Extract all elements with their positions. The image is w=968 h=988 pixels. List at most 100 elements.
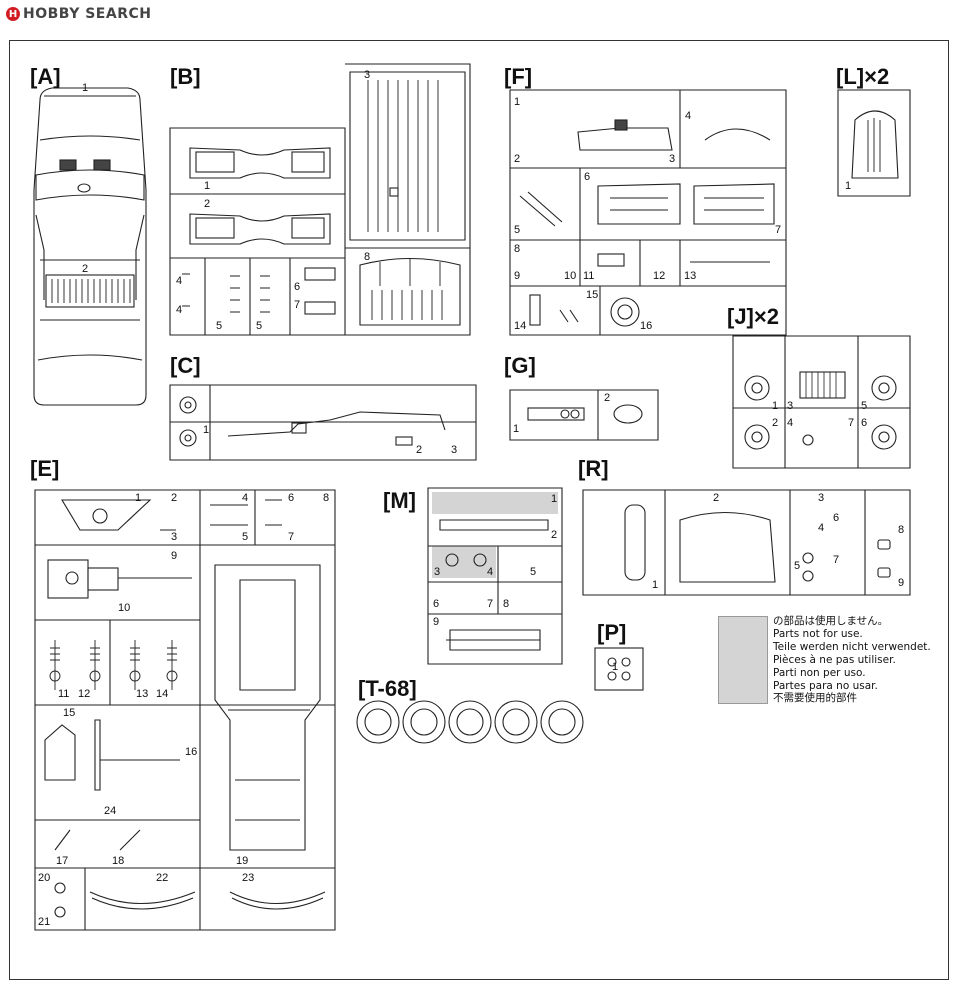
part-num-r-9: 9 (898, 577, 905, 589)
legend-line-en: Parts not for use. (773, 627, 863, 640)
part-num-e-6: 6 (288, 492, 295, 504)
part-num-j-7: 7 (848, 417, 855, 429)
part-num-f-8: 8 (514, 243, 521, 255)
part-num-m-6: 6 (433, 598, 440, 610)
runner-t68-tires (356, 700, 584, 744)
part-num-m-9: 9 (433, 616, 440, 628)
runner-label-b: [B] (170, 64, 201, 89)
part-num-f-9: 9 (514, 270, 521, 282)
part-num-f-10: 10 (564, 270, 577, 282)
legend-line-de: Teile werden nicht verwendet. (773, 640, 931, 653)
part-num-r-8: 8 (898, 524, 905, 536)
not-for-use-legend: の部品は使用しません。 Parts not for use. Teile wer… (773, 615, 931, 705)
part-num-m-3: 3 (434, 566, 441, 578)
part-num-f-16: 16 (640, 320, 653, 332)
part-num-e-14: 14 (156, 688, 169, 700)
runner-j-frame (732, 335, 911, 469)
part-num-b-6: 6 (294, 281, 301, 293)
part-num-f-7: 7 (775, 224, 782, 236)
part-num-f-13: 13 (684, 270, 697, 282)
part-num-b-4a: 4 (176, 275, 183, 287)
part-num-f-15: 15 (586, 289, 599, 301)
runner-label-l: [L]×2 (836, 64, 890, 89)
runner-c-frame (169, 384, 477, 461)
runner-b-frame (169, 63, 471, 336)
part-num-m-8: 8 (503, 598, 510, 610)
logo-text: HOBBY SEARCH (23, 6, 152, 22)
part-num-f-14: 14 (514, 320, 527, 332)
part-num-b-8: 8 (364, 251, 371, 263)
part-num-r-2: 2 (713, 492, 720, 504)
part-num-b-4b: 4 (176, 304, 183, 316)
runner-label-g: [G] (504, 353, 536, 378)
part-num-e-24: 24 (104, 805, 117, 817)
part-num-e-7: 7 (288, 531, 295, 543)
part-num-e-18: 18 (112, 855, 125, 867)
part-num-r-7: 7 (833, 554, 840, 566)
runner-label-c: [C] (170, 353, 201, 378)
legend-line-es: Partes para no usar. (773, 679, 878, 692)
part-num-r-4: 4 (818, 522, 825, 534)
part-num-e-22: 22 (156, 872, 169, 884)
part-num-f-11: 11 (583, 270, 595, 282)
not-for-use-swatch (718, 616, 768, 704)
part-num-c-2: 2 (416, 444, 423, 456)
part-num-e-9: 9 (171, 550, 178, 562)
part-num-f-2: 2 (514, 153, 521, 165)
part-num-f-1: 1 (514, 96, 521, 108)
part-num-m-4: 4 (487, 566, 494, 578)
part-num-r-6: 6 (833, 512, 840, 524)
logo-badge-icon: H (6, 7, 20, 21)
part-num-f-6: 6 (584, 171, 591, 183)
part-num-e-4: 4 (242, 492, 249, 504)
part-num-m-5: 5 (530, 566, 537, 578)
runner-m-frame (427, 487, 563, 665)
part-num-m-2: 2 (551, 529, 558, 541)
part-num-j-3: 3 (787, 400, 794, 412)
hobby-search-logo: H HOBBY SEARCH (6, 4, 151, 24)
part-num-e-21: 21 (38, 916, 51, 928)
part-num-a-1: 1 (82, 82, 89, 94)
part-num-r-5: 5 (794, 560, 801, 572)
part-num-r-3: 3 (818, 492, 825, 504)
part-num-j-6: 6 (861, 417, 868, 429)
runner-e-frame (34, 489, 336, 931)
runner-label-f: [F] (504, 64, 533, 89)
part-num-b-7: 7 (294, 299, 301, 311)
runner-label-j: [J]×2 (727, 304, 779, 329)
part-num-p-1: 1 (612, 661, 619, 673)
part-num-e-15: 15 (63, 707, 76, 719)
runner-f-frame (509, 89, 787, 336)
part-num-e-11: 11 (58, 688, 70, 700)
part-num-f-12: 12 (653, 270, 666, 282)
legend-line-zh: 不需要使用的部件 (773, 692, 857, 705)
part-num-e-8: 8 (323, 492, 330, 504)
runner-label-t68: [T-68] (358, 676, 417, 701)
part-num-m-7: 7 (487, 598, 494, 610)
part-num-g-2: 2 (604, 392, 611, 404)
part-num-b-2: 2 (204, 198, 211, 210)
part-num-e-20: 20 (38, 872, 51, 884)
part-num-l-1: 1 (845, 180, 852, 192)
part-num-c-1: 1 (203, 424, 210, 436)
part-num-e-1: 1 (135, 492, 142, 504)
runner-label-p: [P] (597, 620, 627, 645)
part-num-e-19: 19 (236, 855, 249, 867)
runner-p-frame (594, 647, 644, 691)
part-num-j-1: 1 (772, 400, 779, 412)
part-num-a-2: 2 (82, 263, 89, 275)
runner-label-e: [E] (30, 456, 60, 481)
legend-line-fr: Pièces à ne pas utiliser. (773, 653, 896, 666)
legend-line-it: Parti non per uso. (773, 666, 866, 679)
part-num-j-2: 2 (772, 417, 779, 429)
runner-a-body (33, 87, 147, 406)
part-num-e-17: 17 (56, 855, 69, 867)
part-num-e-5: 5 (242, 531, 249, 543)
part-num-e-2: 2 (171, 492, 178, 504)
part-num-b-5b: 5 (256, 320, 263, 332)
instruction-sheet-border (9, 40, 949, 980)
runner-r-frame (582, 489, 911, 596)
runner-g-frame (509, 389, 659, 441)
runner-label-a: [A] (30, 64, 61, 89)
part-num-j-4: 4 (787, 417, 794, 429)
